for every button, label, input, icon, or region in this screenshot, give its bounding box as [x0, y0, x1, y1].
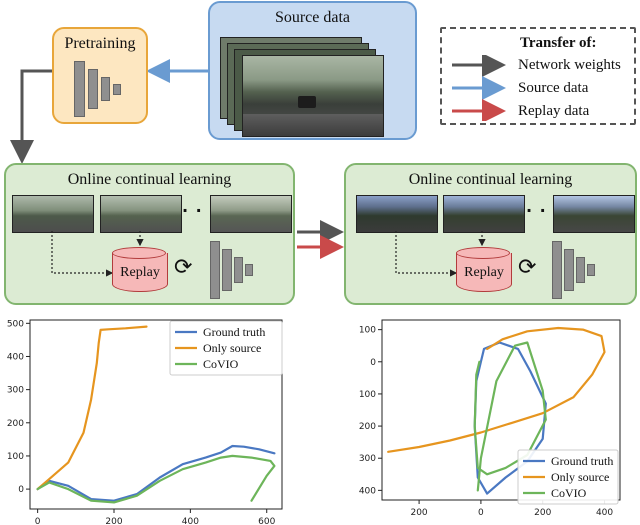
- legend-label: Ground truth: [551, 454, 613, 468]
- legend-label: Only source: [551, 470, 609, 484]
- ocl-left-frame-2: [100, 195, 182, 233]
- legend-label-source: Source data: [518, 80, 589, 96]
- ocl-right-replay-label: Replay: [464, 265, 504, 280]
- x-tick: 200: [410, 500, 428, 518]
- y-tick: 500: [7, 319, 30, 329]
- y-tick: 200: [7, 419, 30, 429]
- ocl-left-box: Online continual learning · · · Replay ⟳: [4, 163, 295, 305]
- y-tick-label: 0: [18, 485, 24, 495]
- series-line-only-source: [387, 326, 606, 453]
- y-tick-label: 0: [370, 358, 376, 368]
- arrow-pretraining-to-ocl: [10, 69, 52, 164]
- series-line-ground-truth: [36, 444, 276, 502]
- ocl-left-replay-label: Replay: [120, 265, 160, 280]
- y-tick: 0: [18, 485, 30, 495]
- legend-label: Only source: [203, 341, 261, 355]
- pretraining-title: Pretraining: [64, 35, 136, 52]
- ocl-left-network-icon: [210, 241, 270, 301]
- x-tick-label: 600: [258, 517, 275, 525]
- series-line-covio: [36, 454, 276, 504]
- y-tick: 400: [359, 486, 382, 496]
- ocl-left-frame-1: [12, 195, 94, 233]
- legend-label: CoVIO: [551, 486, 587, 500]
- ocl-left-sync-icon: ⟳: [174, 255, 193, 280]
- y-tick-label: 300: [359, 454, 376, 464]
- ocl-left-frame-3: [210, 195, 292, 233]
- source-data-title: Source data: [274, 9, 351, 26]
- x-tick: 400: [182, 509, 199, 525]
- x-tick-label: 0: [35, 517, 41, 525]
- legend-label-replay: Replay data: [518, 103, 590, 119]
- ocl-right-box: Online continual learning · · · Replay ⟳: [344, 163, 637, 305]
- y-tick-label: 400: [359, 486, 376, 496]
- pretraining-network-icon: [74, 61, 134, 117]
- x-tick: 600: [258, 509, 276, 525]
- x-tick-label: 200: [105, 517, 122, 525]
- y-tick: 100: [359, 326, 382, 336]
- ocl-right-connectors: [395, 231, 486, 277]
- ocl-right-frame-2: [443, 195, 525, 233]
- y-tick: 300: [7, 386, 30, 396]
- y-tick: 300: [359, 454, 382, 464]
- ocl-right-frame-3: [553, 195, 635, 233]
- legend-label: CoVIO: [203, 357, 239, 371]
- ocl-left-replay: Replay: [112, 247, 168, 295]
- y-tick: 0: [370, 358, 382, 368]
- x-tick-label: 400: [596, 508, 613, 518]
- trajectory-plot-right: 200 0 200 400 100 0 100 200 300 400 Ground truthOn…: [359, 319, 621, 518]
- y-tick-label: 200: [7, 419, 24, 429]
- ocl-left-title: Online continual learning: [67, 171, 232, 188]
- y-tick: 200: [359, 422, 382, 432]
- x-tick: 200: [105, 509, 123, 525]
- y-tick-label: 200: [359, 422, 376, 432]
- ocl-right-dots: · · ·: [526, 201, 561, 220]
- source-image-stack: [220, 37, 400, 137]
- ocl-right-frame-1: [356, 195, 438, 233]
- x-tick-label: 200: [410, 508, 427, 518]
- x-tick-label: 400: [182, 517, 199, 525]
- ocl-right-replay: Replay: [456, 247, 512, 295]
- ocl-left-connectors: [51, 231, 144, 277]
- transfer-legend-box: Transfer of: Network weights Source data…: [440, 27, 636, 125]
- y-tick: 100: [359, 390, 382, 400]
- ocl-left-dots: · · ·: [182, 201, 217, 220]
- y-tick-label: 300: [7, 386, 24, 396]
- x-tick-label: 0: [478, 508, 484, 518]
- legend-label: Ground truth: [203, 325, 265, 339]
- y-tick: 400: [7, 352, 30, 362]
- x-tick: 0: [35, 509, 41, 525]
- legend-label-weights: Network weights: [518, 57, 621, 73]
- y-tick-label: 100: [359, 326, 376, 336]
- x-tick-label: 200: [534, 508, 551, 518]
- y-tick-label: 100: [359, 390, 376, 400]
- ocl-right-network-icon: [552, 241, 612, 301]
- ocl-right-title: Online continual learning: [408, 171, 573, 188]
- source-data-box: Source data: [208, 1, 417, 140]
- ocl-right-sync-icon: ⟳: [518, 255, 537, 280]
- x-tick: 0: [478, 500, 484, 518]
- diagram-arrows: [10, 59, 344, 259]
- y-tick-label: 400: [7, 352, 24, 362]
- y-tick-label: 500: [7, 319, 24, 329]
- pretraining-box: Pretraining: [52, 27, 148, 124]
- transfer-legend-title: Transfer of:: [520, 35, 597, 51]
- y-tick: 100: [7, 452, 30, 462]
- transfer-legend-arrows: [452, 55, 506, 121]
- y-tick-label: 100: [7, 452, 24, 462]
- series-line-only-source: [36, 325, 148, 491]
- series-line-covio: [473, 341, 547, 492]
